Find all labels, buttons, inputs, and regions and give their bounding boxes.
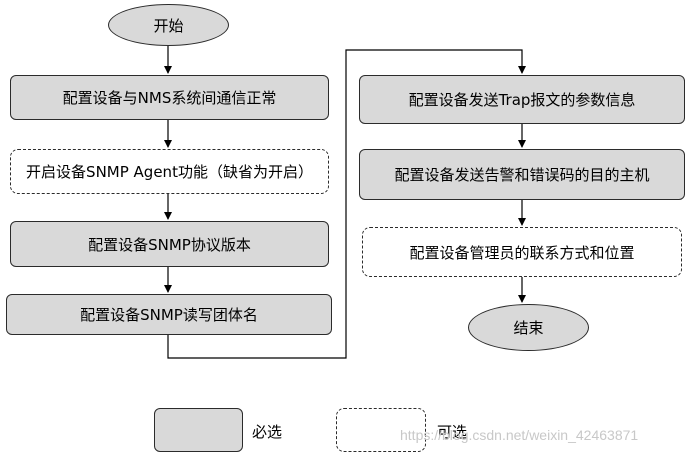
start-node: 开始 xyxy=(108,4,229,46)
step-configure-snmp-version: 配置设备SNMP协议版本 xyxy=(10,221,329,267)
watermark-text: https://blog.csdn.net/weixin_42463871 xyxy=(400,427,639,443)
legend-required-label: 必选 xyxy=(252,423,283,441)
step-configure-nms-communication: 配置设备与NMS系统间通信正常 xyxy=(10,75,329,120)
legend-optional-swatch xyxy=(336,408,426,452)
step-enable-snmp-agent: 开启设备SNMP Agent功能（缺省为开启） xyxy=(10,149,329,194)
end-node: 结束 xyxy=(468,304,589,351)
step-configure-community-name: 配置设备SNMP读写团体名 xyxy=(6,294,332,335)
step-configure-admin-contact: 配置设备管理员的联系方式和位置 xyxy=(362,227,682,277)
step-configure-alarm-target-host: 配置设备发送告警和错误码的目的主机 xyxy=(359,149,685,200)
legend-optional-label: 可选 xyxy=(437,423,468,441)
legend-required-swatch xyxy=(154,408,243,452)
step-configure-trap-parameters: 配置设备发送Trap报文的参数信息 xyxy=(359,75,685,124)
